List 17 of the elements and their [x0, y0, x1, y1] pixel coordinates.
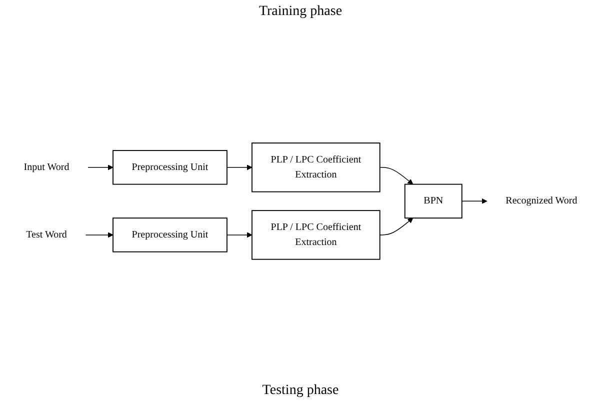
node-box: Preprocessing Unit — [112, 150, 228, 186]
arrow — [226, 164, 252, 170]
node-box: BPN — [404, 184, 462, 219]
arrow — [380, 167, 414, 185]
node-box: PLP / LPC Coefficient Extraction — [252, 142, 380, 193]
phase-caption: Training phase — [258, 4, 342, 20]
node-box: Preprocessing Unit — [112, 218, 228, 253]
arrow — [85, 232, 114, 238]
node-box: PLP / LPC Coefficient Extraction — [252, 210, 380, 260]
node-text: Recognized Word — [506, 196, 578, 207]
phase-caption: Testing phase — [262, 383, 339, 399]
arrow — [380, 218, 414, 236]
arrow — [88, 164, 114, 170]
node-text: Input Word — [24, 162, 70, 173]
arrow — [462, 198, 488, 204]
arrow — [226, 232, 252, 238]
node-text: Test Word — [26, 230, 67, 240]
